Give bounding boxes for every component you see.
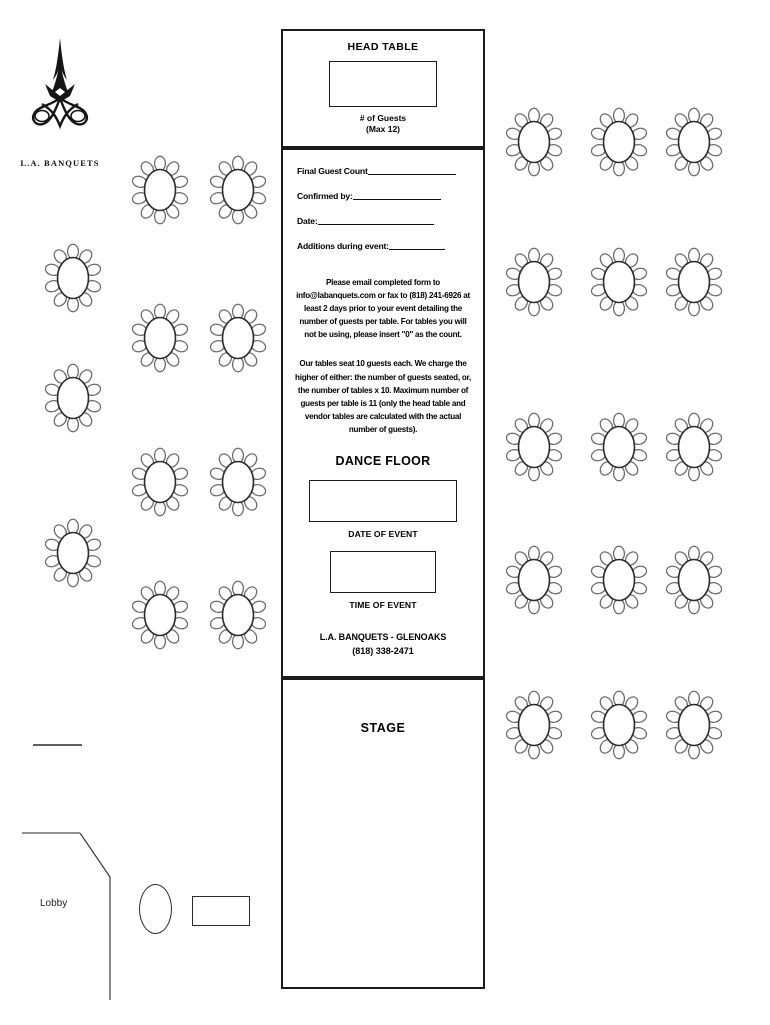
guest-table[interactable] — [209, 580, 267, 650]
guest-table[interactable] — [590, 545, 648, 615]
guest-table[interactable] — [131, 155, 189, 225]
field-date[interactable]: Date: — [297, 216, 469, 226]
guest-table[interactable] — [505, 247, 563, 317]
guest-table[interactable] — [665, 412, 723, 482]
lobby-area — [0, 720, 275, 1020]
la-banquets-logo: L.A. BANQUETS — [12, 36, 108, 168]
guest-table[interactable] — [131, 447, 189, 517]
date-of-event-input[interactable] — [309, 480, 457, 523]
dance-floor-label: DANCE FLOOR — [335, 454, 431, 469]
guest-table[interactable] — [665, 247, 723, 317]
date-of-event-caption: DATE OF EVENT — [348, 529, 418, 540]
section-divider-top — [283, 145, 483, 150]
field-label-additions: Additions during event: — [297, 240, 389, 251]
venue-contact: L.A. BANQUETS - GLENOAKS (818) 338-2471 — [283, 610, 483, 656]
guest-table[interactable] — [590, 690, 648, 760]
lobby-rectangular-table — [192, 896, 250, 926]
field-input-date[interactable] — [317, 223, 434, 225]
guest-table[interactable] — [665, 107, 723, 177]
instructions-paragraph-1: Please email completed form to info@laba… — [296, 277, 470, 340]
section-divider-stage — [283, 676, 483, 681]
head-table-caption-max: (Max 12) — [365, 124, 400, 135]
logo-wordmark: L.A. BANQUETS — [20, 158, 100, 168]
field-input-additions[interactable] — [388, 248, 445, 250]
field-label-final-guest-count: Final Guest Count — [297, 165, 368, 176]
head-table-title: HEAD TABLE — [347, 41, 419, 53]
guest-table[interactable] — [590, 247, 648, 317]
stage-label: STAGE — [360, 721, 406, 736]
guest-table[interactable] — [505, 545, 563, 615]
guest-count-form: Final Guest Count Confirmed by: Date: Ad… — [283, 150, 483, 272]
guest-table[interactable] — [209, 447, 267, 517]
lobby-round-table — [139, 884, 172, 934]
head-table-guests-input[interactable] — [329, 61, 437, 107]
guest-table[interactable] — [131, 303, 189, 373]
guest-table[interactable] — [665, 545, 723, 615]
guest-table[interactable] — [209, 155, 267, 225]
stage-section: STAGE — [283, 680, 483, 776]
guest-table[interactable] — [131, 580, 189, 650]
field-input-confirmed-by[interactable] — [352, 198, 441, 200]
lobby-label: Lobby — [40, 898, 68, 909]
guest-table[interactable] — [44, 243, 102, 313]
head-table-caption-guests: # of Guests — [359, 113, 407, 123]
field-input-final-guest-count[interactable] — [367, 173, 456, 175]
field-confirmed-by[interactable]: Confirmed by: — [297, 191, 469, 201]
field-label-confirmed-by: Confirmed by: — [297, 190, 353, 201]
instructions-paragraph-2: Our tables seat 10 guests each. We charg… — [295, 359, 471, 435]
guest-table[interactable] — [505, 412, 563, 482]
time-of-event-caption: TIME OF EVENT — [349, 600, 417, 611]
guest-table[interactable] — [209, 303, 267, 373]
field-final-guest-count[interactable]: Final Guest Count — [297, 166, 469, 176]
guest-table[interactable] — [505, 690, 563, 760]
guest-table[interactable] — [44, 518, 102, 588]
guest-table[interactable] — [505, 107, 563, 177]
venue-name: L.A. BANQUETS - GLENOAKS — [319, 632, 447, 643]
guest-table[interactable] — [665, 690, 723, 760]
time-of-event-input[interactable] — [330, 551, 436, 594]
guest-table[interactable] — [590, 107, 648, 177]
guest-table[interactable] — [590, 412, 648, 482]
center-form-panel: HEAD TABLE # of Guests (Max 12) Final Gu… — [281, 29, 485, 989]
time-of-event-group: TIME OF EVENT — [283, 551, 483, 610]
date-of-event-group: DATE OF EVENT — [283, 480, 483, 539]
guest-table[interactable] — [44, 363, 102, 433]
venue-phone: (818) 338-2471 — [352, 646, 414, 657]
field-additions-during-event[interactable]: Additions during event: — [297, 241, 469, 251]
head-table-section: HEAD TABLE # of Guests (Max 12) — [283, 31, 483, 146]
field-label-date: Date: — [297, 215, 318, 226]
